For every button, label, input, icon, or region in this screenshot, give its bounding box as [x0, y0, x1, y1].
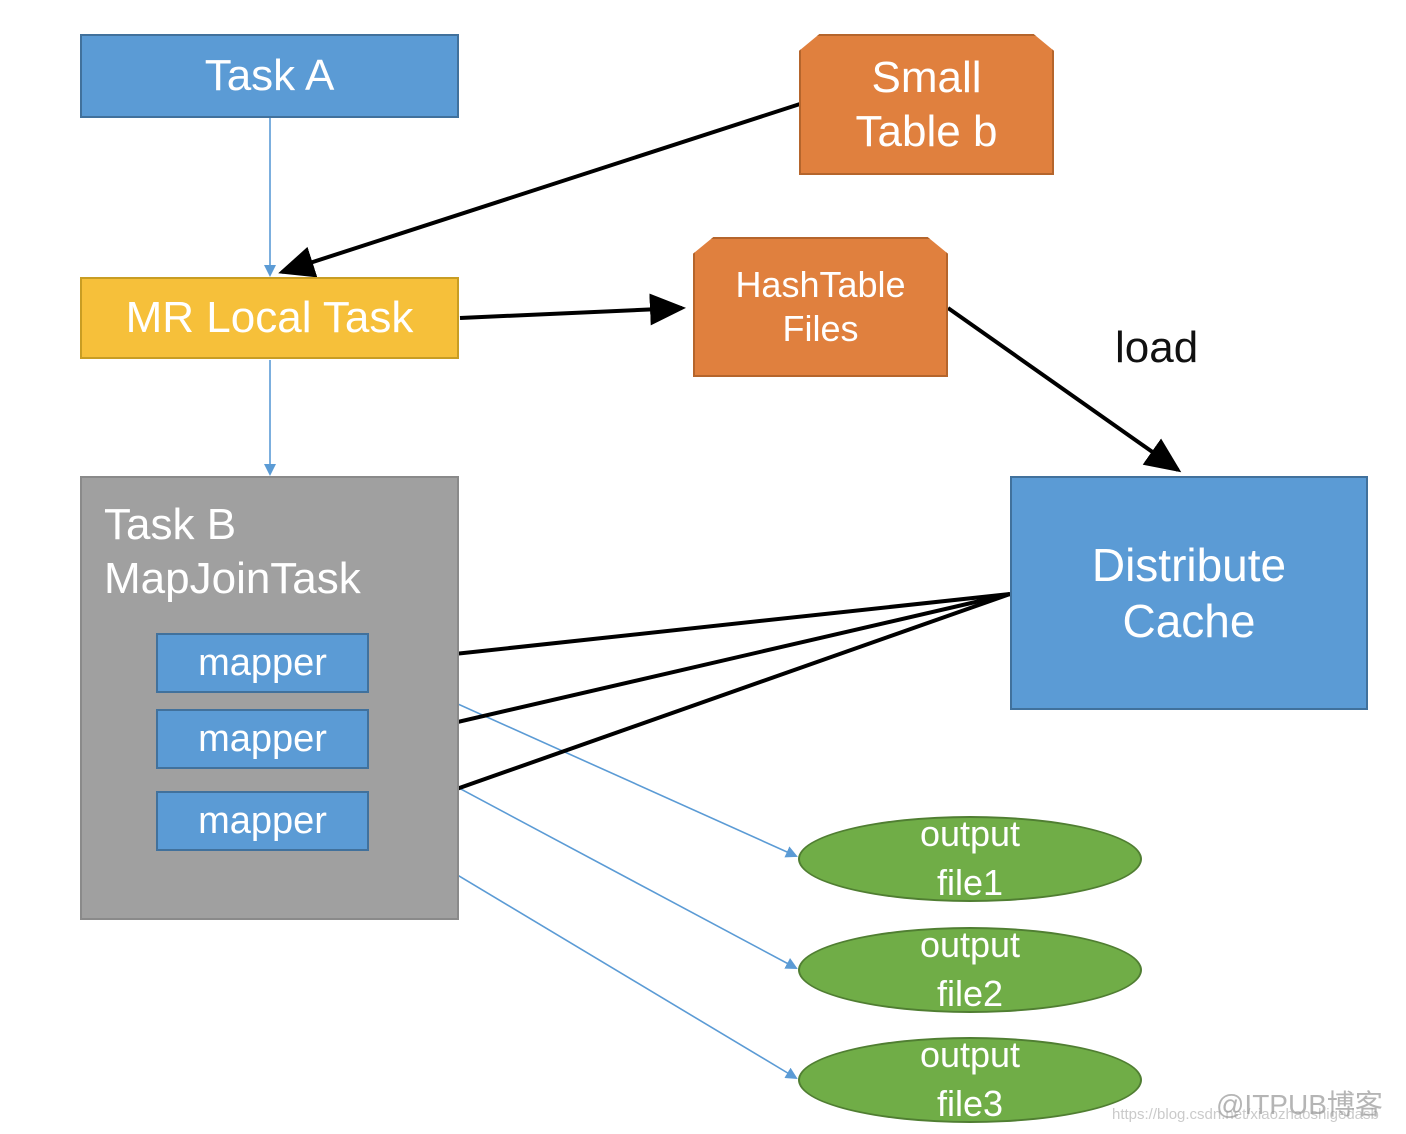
edge-cache-to-mapper3: [376, 592, 1011, 821]
output-file-3-label: output file3: [919, 1034, 1021, 1124]
mapper-1-box: mapper: [156, 633, 369, 693]
task-b-label: Task B MapJoinTask: [104, 500, 361, 603]
hashtable-files-box: HashTable Files: [693, 237, 948, 377]
mr-local-task-label: MR Local Task: [125, 293, 414, 343]
edge-mr-local-to-hashtable: [459, 293, 686, 326]
mapper-1-label: mapper: [198, 641, 327, 684]
mapper-3-label: mapper: [198, 799, 327, 842]
edge-hashtable-to-cache: [946, 306, 1182, 473]
watermark-url: https://blog.csdn.net/xiaozhaoshigedasb: [1112, 1106, 1379, 1123]
task-a-box: Task A: [80, 34, 459, 118]
output-file-1-label: output file1: [919, 813, 1021, 903]
distribute-cache-label: Distribute Cache: [1091, 538, 1287, 647]
output-file-1-ellipse: output file1: [798, 813, 1142, 903]
mapper-3-box: mapper: [156, 791, 369, 851]
output-file-3-ellipse: output file3: [798, 1034, 1142, 1124]
edge-cache-to-mapper2: [376, 592, 1011, 749]
mapper-2-box: mapper: [156, 709, 369, 769]
watermark-text: @ITPUB博客: [1216, 1089, 1383, 1120]
small-table-b-label: Small Table b: [855, 52, 998, 156]
load-edge-label: load: [1115, 323, 1199, 372]
mr-local-task-box: MR Local Task: [80, 277, 459, 359]
hashtable-files-label: HashTable Files: [735, 264, 906, 349]
task-a-label: Task A: [204, 51, 335, 101]
edge-small-table-to-mr-local: [278, 102, 801, 278]
small-table-b-box: Small Table b: [799, 34, 1054, 175]
output-file-2-ellipse: output file2: [798, 924, 1142, 1014]
output-file-2-label: output file2: [919, 924, 1021, 1014]
task-b-mapjoin-box: Task B MapJoinTask: [80, 476, 459, 920]
edge-cache-to-mapper1: [376, 592, 1011, 675]
distribute-cache-box: Distribute Cache: [1010, 476, 1368, 710]
mapper-2-label: mapper: [198, 717, 327, 760]
